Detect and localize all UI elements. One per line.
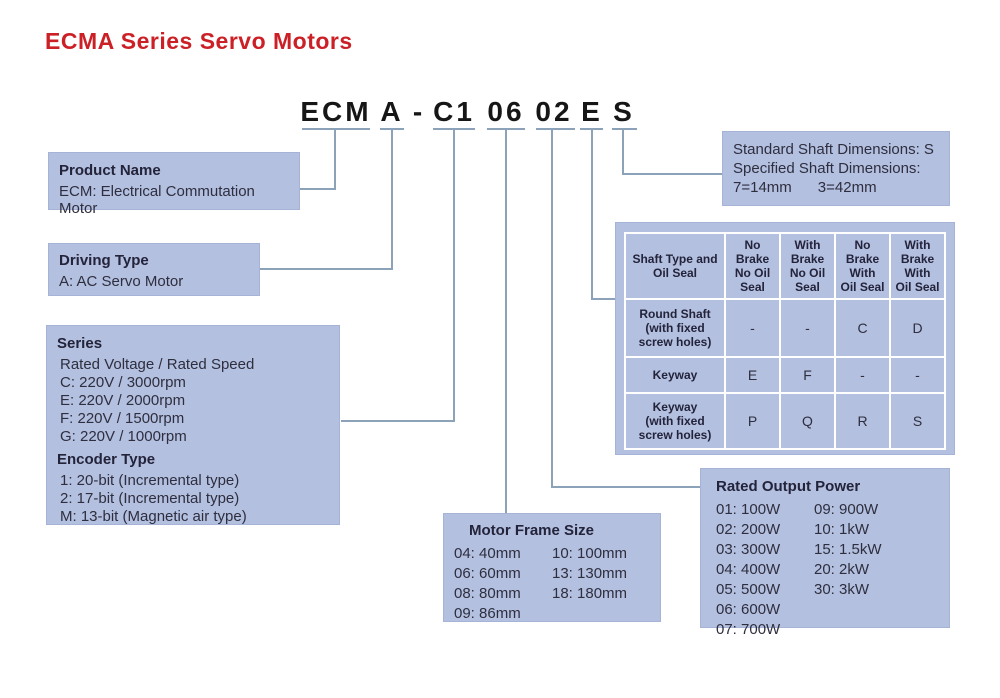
encoder-type-heading: Encoder Type	[57, 451, 156, 468]
model-segment-product: ECM	[300, 96, 372, 127]
connector-ecm-vertical	[334, 128, 336, 190]
rated-output-power-box: Rated Output Power 01: 100W 02: 200W 03:…	[700, 468, 950, 638]
product-name-box: Product Name ECM: Electrical Commutation…	[48, 152, 300, 217]
table-header-brake-seal: With Brake With Oil Seal	[891, 234, 944, 298]
model-segment-power: 02	[535, 96, 573, 127]
series-heading: Series	[57, 335, 103, 352]
table-cell: F	[781, 358, 834, 392]
encoder-option: M: 13-bit (Magnetic air type)	[60, 508, 247, 525]
power-option: 09: 900W	[814, 501, 879, 518]
connector-a-vertical	[391, 128, 393, 270]
series-option: G: 220V / 1000rpm	[60, 428, 187, 445]
encoder-option: 1: 20-bit (Incremental type)	[60, 472, 240, 489]
table-cell: P	[726, 394, 779, 448]
underline-ecm	[302, 128, 370, 130]
page-title: ECMA Series Servo Motors	[45, 28, 353, 54]
shaft-type-oil-seal-box: Shaft Type and Oil Seal No Brake No Oil …	[615, 222, 955, 455]
series-option: C: 220V / 3000rpm	[60, 374, 186, 391]
motor-frame-size-box: Motor Frame Size 04: 40mm 06: 60mm 08: 8…	[443, 513, 661, 622]
power-option: 02: 200W	[716, 521, 781, 538]
table-cell: -	[781, 300, 834, 356]
row-label-keyway-fixed: Keyway (with fixed screw holes)	[626, 394, 724, 448]
table-header-row: Shaft Type and Oil Seal No Brake No Oil …	[626, 234, 944, 298]
shaft-dim-7: 7=14mm	[733, 179, 792, 196]
model-segment-shaft-dim: S	[613, 96, 635, 127]
connector-e-vertical	[591, 128, 593, 300]
series-option: F: 220V / 1500rpm	[60, 410, 185, 427]
row-label-round-shaft: Round Shaft (with fixed screw holes)	[626, 300, 724, 356]
driving-type-value: A: AC Servo Motor	[59, 273, 184, 290]
shaft-dimensions-specified: Specified Shaft Dimensions:	[733, 160, 921, 177]
model-segment-shaft-type: E	[581, 96, 603, 127]
encoder-option: 2: 17-bit (Incremental type)	[60, 490, 240, 507]
driving-type-heading: Driving Type	[59, 252, 149, 269]
frame-size-option: 13: 130mm	[552, 565, 628, 582]
underline-02	[536, 128, 575, 130]
power-option: 04: 400W	[716, 561, 781, 578]
connector-a-horizontal	[260, 268, 393, 270]
model-segment-series-encoder: C1	[433, 96, 475, 127]
model-segment-frame-size: 06	[487, 96, 525, 127]
connector-02-horizontal	[551, 486, 700, 488]
power-option: 03: 300W	[716, 541, 781, 558]
table-cell: -	[891, 358, 944, 392]
model-segment-driving-type: A	[380, 96, 404, 127]
table-cell: R	[836, 394, 889, 448]
table-header-no-brake-no-seal: No Brake No Oil Seal	[726, 234, 779, 298]
table-cell: C	[836, 300, 889, 356]
power-option: 20: 2kW	[814, 561, 870, 578]
power-option: 06: 600W	[716, 601, 781, 618]
table-row-round-shaft: Round Shaft (with fixed screw holes) - -…	[626, 300, 944, 356]
power-option: 10: 1kW	[814, 521, 870, 538]
model-segment-hyphen: -	[412, 96, 426, 127]
table-row-keyway: Keyway E F - -	[626, 358, 944, 392]
power-option: 15: 1.5kW	[814, 541, 882, 558]
motor-frame-size-heading: Motor Frame Size	[469, 522, 595, 539]
connector-s-horizontal	[622, 173, 724, 175]
frame-size-option: 09: 86mm	[454, 605, 521, 622]
table-cell: S	[891, 394, 944, 448]
rated-output-power-heading: Rated Output Power	[716, 478, 861, 495]
frame-size-option: 04: 40mm	[454, 545, 521, 562]
series-option: E: 220V / 2000rpm	[60, 392, 186, 409]
table-header-shaft-type: Shaft Type and Oil Seal	[626, 234, 724, 298]
shaft-dimensions-box: Standard Shaft Dimensions: S Specified S…	[722, 131, 950, 206]
shaft-dimensions-standard: Standard Shaft Dimensions: S	[733, 141, 934, 158]
table-cell: D	[891, 300, 944, 356]
product-name-heading: Product Name	[59, 162, 161, 179]
frame-size-option: 06: 60mm	[454, 565, 521, 582]
frame-size-option: 18: 180mm	[552, 585, 628, 602]
table-row-keyway-fixed: Keyway (with fixed screw holes) P Q R S	[626, 394, 944, 448]
table-header-no-brake-seal: No Brake With Oil Seal	[836, 234, 889, 298]
table-cell: -	[726, 300, 779, 356]
connector-c1-horizontal	[341, 420, 455, 422]
table-cell: E	[726, 358, 779, 392]
connector-e-horizontal	[591, 298, 619, 300]
driving-type-box: Driving Type A: AC Servo Motor	[48, 243, 260, 296]
power-option: 07: 700W	[716, 621, 781, 638]
shaft-type-oil-seal-table: Shaft Type and Oil Seal No Brake No Oil …	[624, 232, 946, 450]
row-label-keyway: Keyway	[626, 358, 724, 392]
power-option: 05: 500W	[716, 581, 781, 598]
connector-c1-vertical	[453, 128, 455, 422]
connector-s-vertical	[622, 128, 624, 175]
series-box: Series Rated Voltage / Rated Speed C: 22…	[46, 325, 340, 525]
series-subheading: Rated Voltage / Rated Speed	[60, 356, 255, 373]
power-option: 30: 3kW	[814, 581, 870, 598]
shaft-dim-3: 3=42mm	[817, 179, 877, 196]
connector-ecm-horizontal	[300, 188, 336, 190]
power-option: 01: 100W	[716, 501, 781, 518]
table-header-brake-no-seal: With Brake No Oil Seal	[781, 234, 834, 298]
product-name-value: ECM: Electrical Commutation Motor	[59, 183, 255, 217]
frame-size-option: 08: 80mm	[454, 585, 521, 602]
frame-size-option: 10: 100mm	[552, 545, 628, 562]
table-cell: Q	[781, 394, 834, 448]
shaft-dimensions-values: 7=14mm 3=42mm	[733, 179, 939, 197]
table-cell: -	[836, 358, 889, 392]
connector-06-vertical	[505, 128, 507, 514]
connector-02-vertical	[551, 128, 553, 488]
underline-s	[612, 128, 637, 130]
